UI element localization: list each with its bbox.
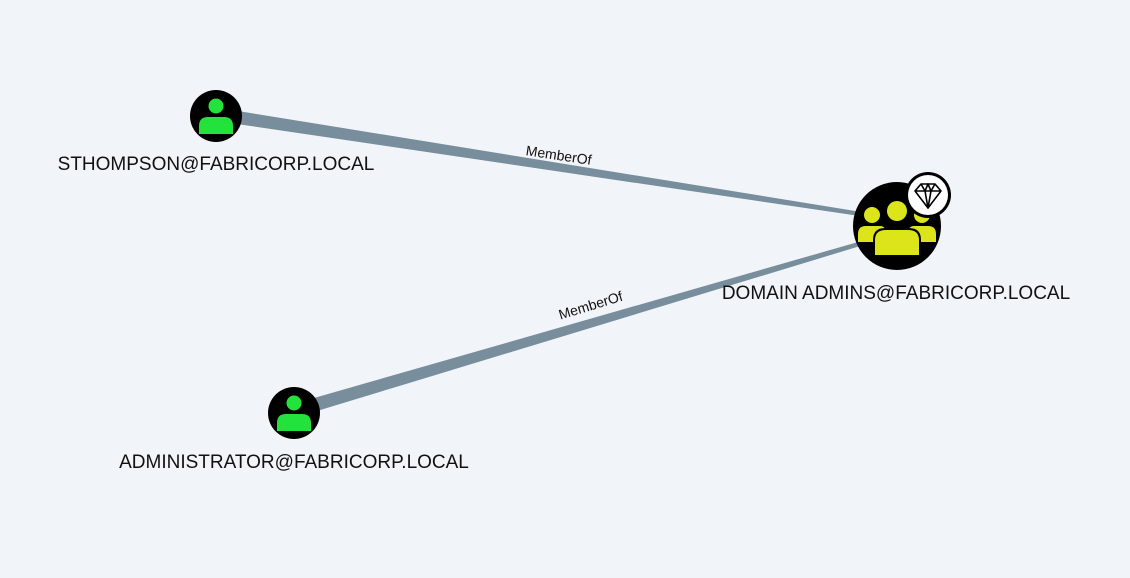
node-label: DOMAIN ADMINS@FABRICORP.LOCAL (722, 283, 1070, 304)
node-label: STHOMPSON@FABRICORP.LOCAL (58, 154, 375, 175)
user-icon (277, 395, 311, 431)
node-domain-admins[interactable]: DOMAIN ADMINS@FABRICORP.LOCAL (722, 172, 1070, 304)
diamond-icon (905, 172, 951, 218)
user-icon (199, 98, 233, 134)
node-sthompson[interactable]: STHOMPSON@FABRICORP.LOCAL (58, 90, 375, 175)
edge-administrator-memberof-domain-admins[interactable]: MemberOf (314, 236, 880, 411)
node-administrator[interactable]: ADMINISTRATOR@FABRICORP.LOCAL (119, 387, 469, 473)
node-label: ADMINISTRATOR@FABRICORP.LOCAL (119, 452, 469, 473)
